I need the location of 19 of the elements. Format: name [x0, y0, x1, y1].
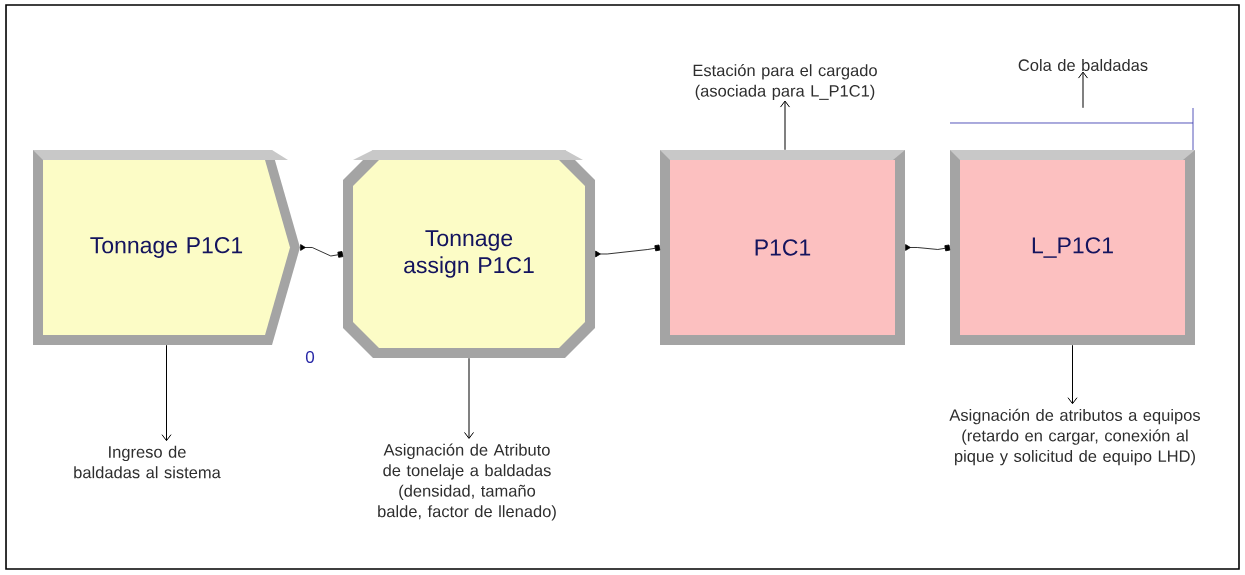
queue-line — [949, 107, 1194, 151]
process-module: L_P1C1 — [950, 150, 1195, 345]
leader-arrow — [1078, 71, 1088, 109]
process-module: Tonnage P1C1 — [33, 150, 300, 345]
annotation-text: Asignación de Atributo de tonelaje a baldadas (densidad, tamaño balde, factor de llenado) — [378, 443, 556, 521]
connector — [905, 244, 951, 252]
annotation-text: Asignación de atributos a equipos (retardo en cargar, conexión al pique y solicitud de equipo LHD) — [949, 408, 1200, 466]
count-label: 0 — [305, 350, 315, 363]
leader-arrow — [1067, 344, 1078, 405]
annotation-text: Estación para el cargado (asociada para L_P1C1) — [693, 63, 877, 101]
process-module: Tonnage assign P1C1 — [343, 150, 595, 358]
leader-arrow — [464, 357, 474, 439]
connector — [595, 244, 661, 258]
process-module: P1C1 — [660, 150, 905, 345]
annotation-text: Cola de baldadas — [1018, 58, 1148, 72]
leader-arrow — [161, 344, 172, 442]
annotation-text: Ingreso de baldadas al sistema — [74, 445, 221, 479]
connector — [300, 244, 344, 258]
leader-arrow — [780, 100, 790, 151]
